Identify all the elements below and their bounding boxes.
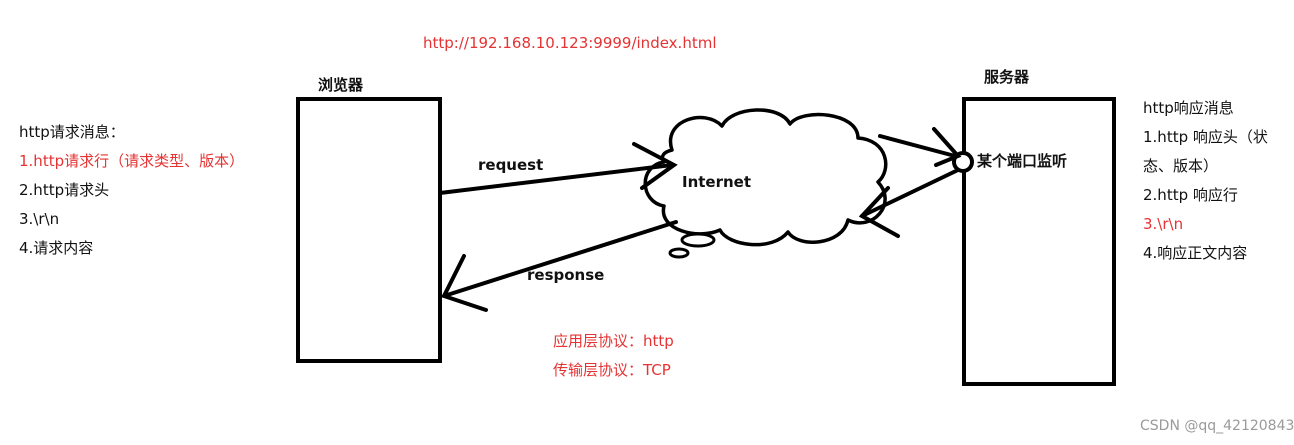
server-label: 服务器 — [984, 68, 1030, 86]
watermark: CSDN @qq_42120843 — [1140, 418, 1294, 434]
response-notes-title: http响应消息 — [1143, 99, 1234, 117]
request-body-item: 4.请求内容 — [19, 239, 94, 257]
response-notes: http响应消息 1.http 响应头（状 态、版本） 2.http 响应行 3… — [1143, 94, 1268, 268]
browser-label: 浏览器 — [318, 76, 364, 94]
internet-label: Internet — [682, 173, 752, 191]
request-notes: http请求消息： 1.http请求行（请求类型、版本） 2.http请求头 3… — [19, 118, 244, 263]
response-arrow — [441, 220, 678, 312]
url-label: http://192.168.10.123:9999/index.html — [423, 34, 717, 52]
response-body-item: 4.响应正文内容 — [1143, 244, 1248, 262]
server-box — [962, 97, 1116, 386]
response-header-item: 1.http 响应头（状 — [1143, 128, 1268, 146]
internet-cloud — [643, 108, 888, 247]
response-arrow-server — [858, 168, 960, 238]
request-arrow — [438, 142, 678, 195]
request-arrow-server — [878, 127, 962, 167]
response-line-item: 2.http 响应行 — [1143, 186, 1238, 204]
request-label: request — [478, 156, 544, 174]
cloud-bubble-large — [680, 232, 716, 248]
protocol-notes: 应用层协议：http 传输层协议：TCP — [553, 327, 674, 385]
response-label: response — [527, 266, 605, 284]
response-crlf-item: 3.\r\n — [1143, 215, 1184, 233]
response-header-item-cont: 态、版本） — [1143, 157, 1219, 175]
transport-layer-protocol: 传输层协议：TCP — [553, 361, 671, 379]
browser-box — [296, 97, 442, 363]
request-header-item: 2.http请求头 — [19, 181, 110, 199]
request-crlf-item: 3.\r\n — [19, 210, 60, 228]
port-label: 某个端口监听 — [977, 152, 1068, 170]
request-line-item: 1.http请求行（请求类型、版本） — [19, 152, 245, 170]
request-notes-title: http请求消息： — [19, 123, 125, 141]
application-layer-protocol: 应用层协议：http — [553, 332, 674, 350]
cloud-bubble-small — [668, 247, 690, 259]
